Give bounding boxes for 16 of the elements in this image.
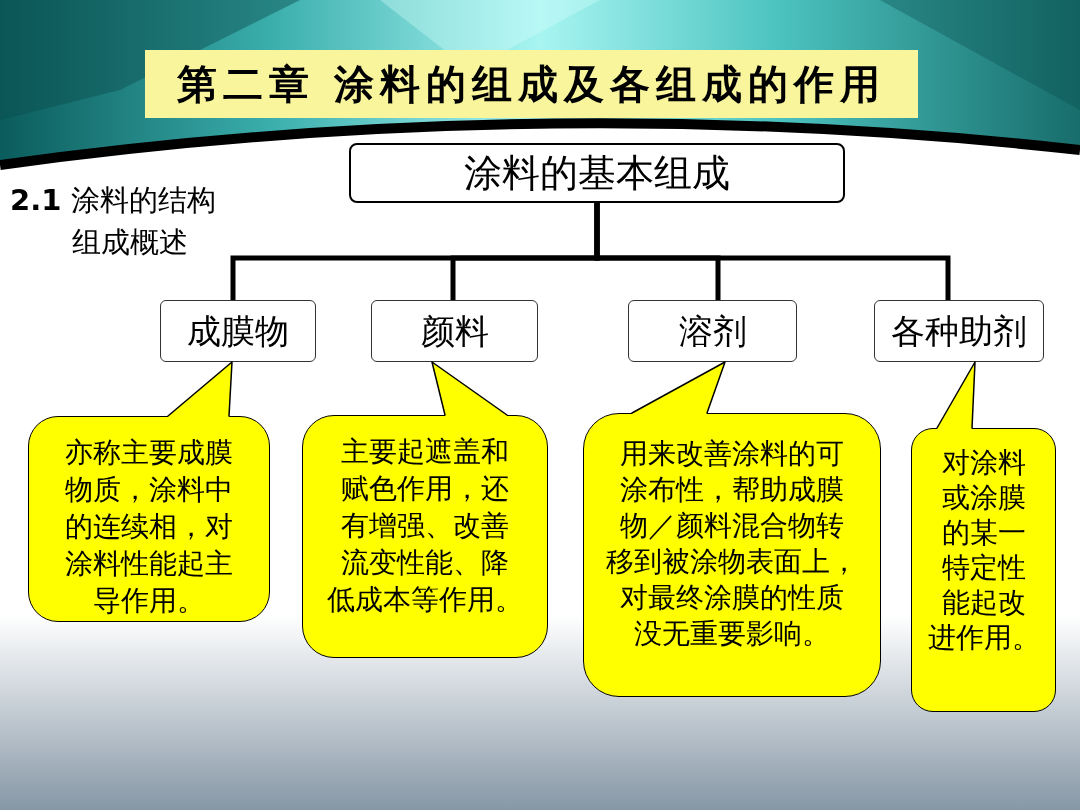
concept-box: 涂料的基本组成 — [349, 143, 845, 203]
category-box: 溶剂 — [628, 300, 797, 362]
category-box: 各种助剂 — [874, 300, 1044, 362]
callout-tail — [631, 361, 726, 415]
callout-tail — [936, 361, 976, 430]
callout-tail — [431, 361, 508, 417]
category-box: 颜料 — [371, 300, 538, 362]
callout-tail — [167, 361, 233, 418]
category-box: 成膜物 — [160, 300, 316, 362]
callout-bubble: 亦称主要成膜物质，涂料中的连续相，对涂料性能起主导作用。 — [28, 416, 270, 622]
callout-bubble: 用来改善涂料的可涂布性，帮助成膜物／颜料混合物转移到被涂物表面上，对最终涂膜的性质没无重要影响。 — [583, 413, 881, 697]
section-heading: 2.1 涂料的结构组成概述 — [10, 182, 217, 261]
connector-line — [594, 203, 951, 300]
callout-bubble: 对涂料或涂膜的某一特定性能起改进作用。 — [911, 428, 1056, 712]
callout-bubble: 主要起遮盖和赋色作用，还有增强、改善流变性能、降低成本等作用。 — [302, 415, 548, 658]
slide-title: 第二章 涂料的组成及各组成的作用 — [145, 50, 918, 118]
